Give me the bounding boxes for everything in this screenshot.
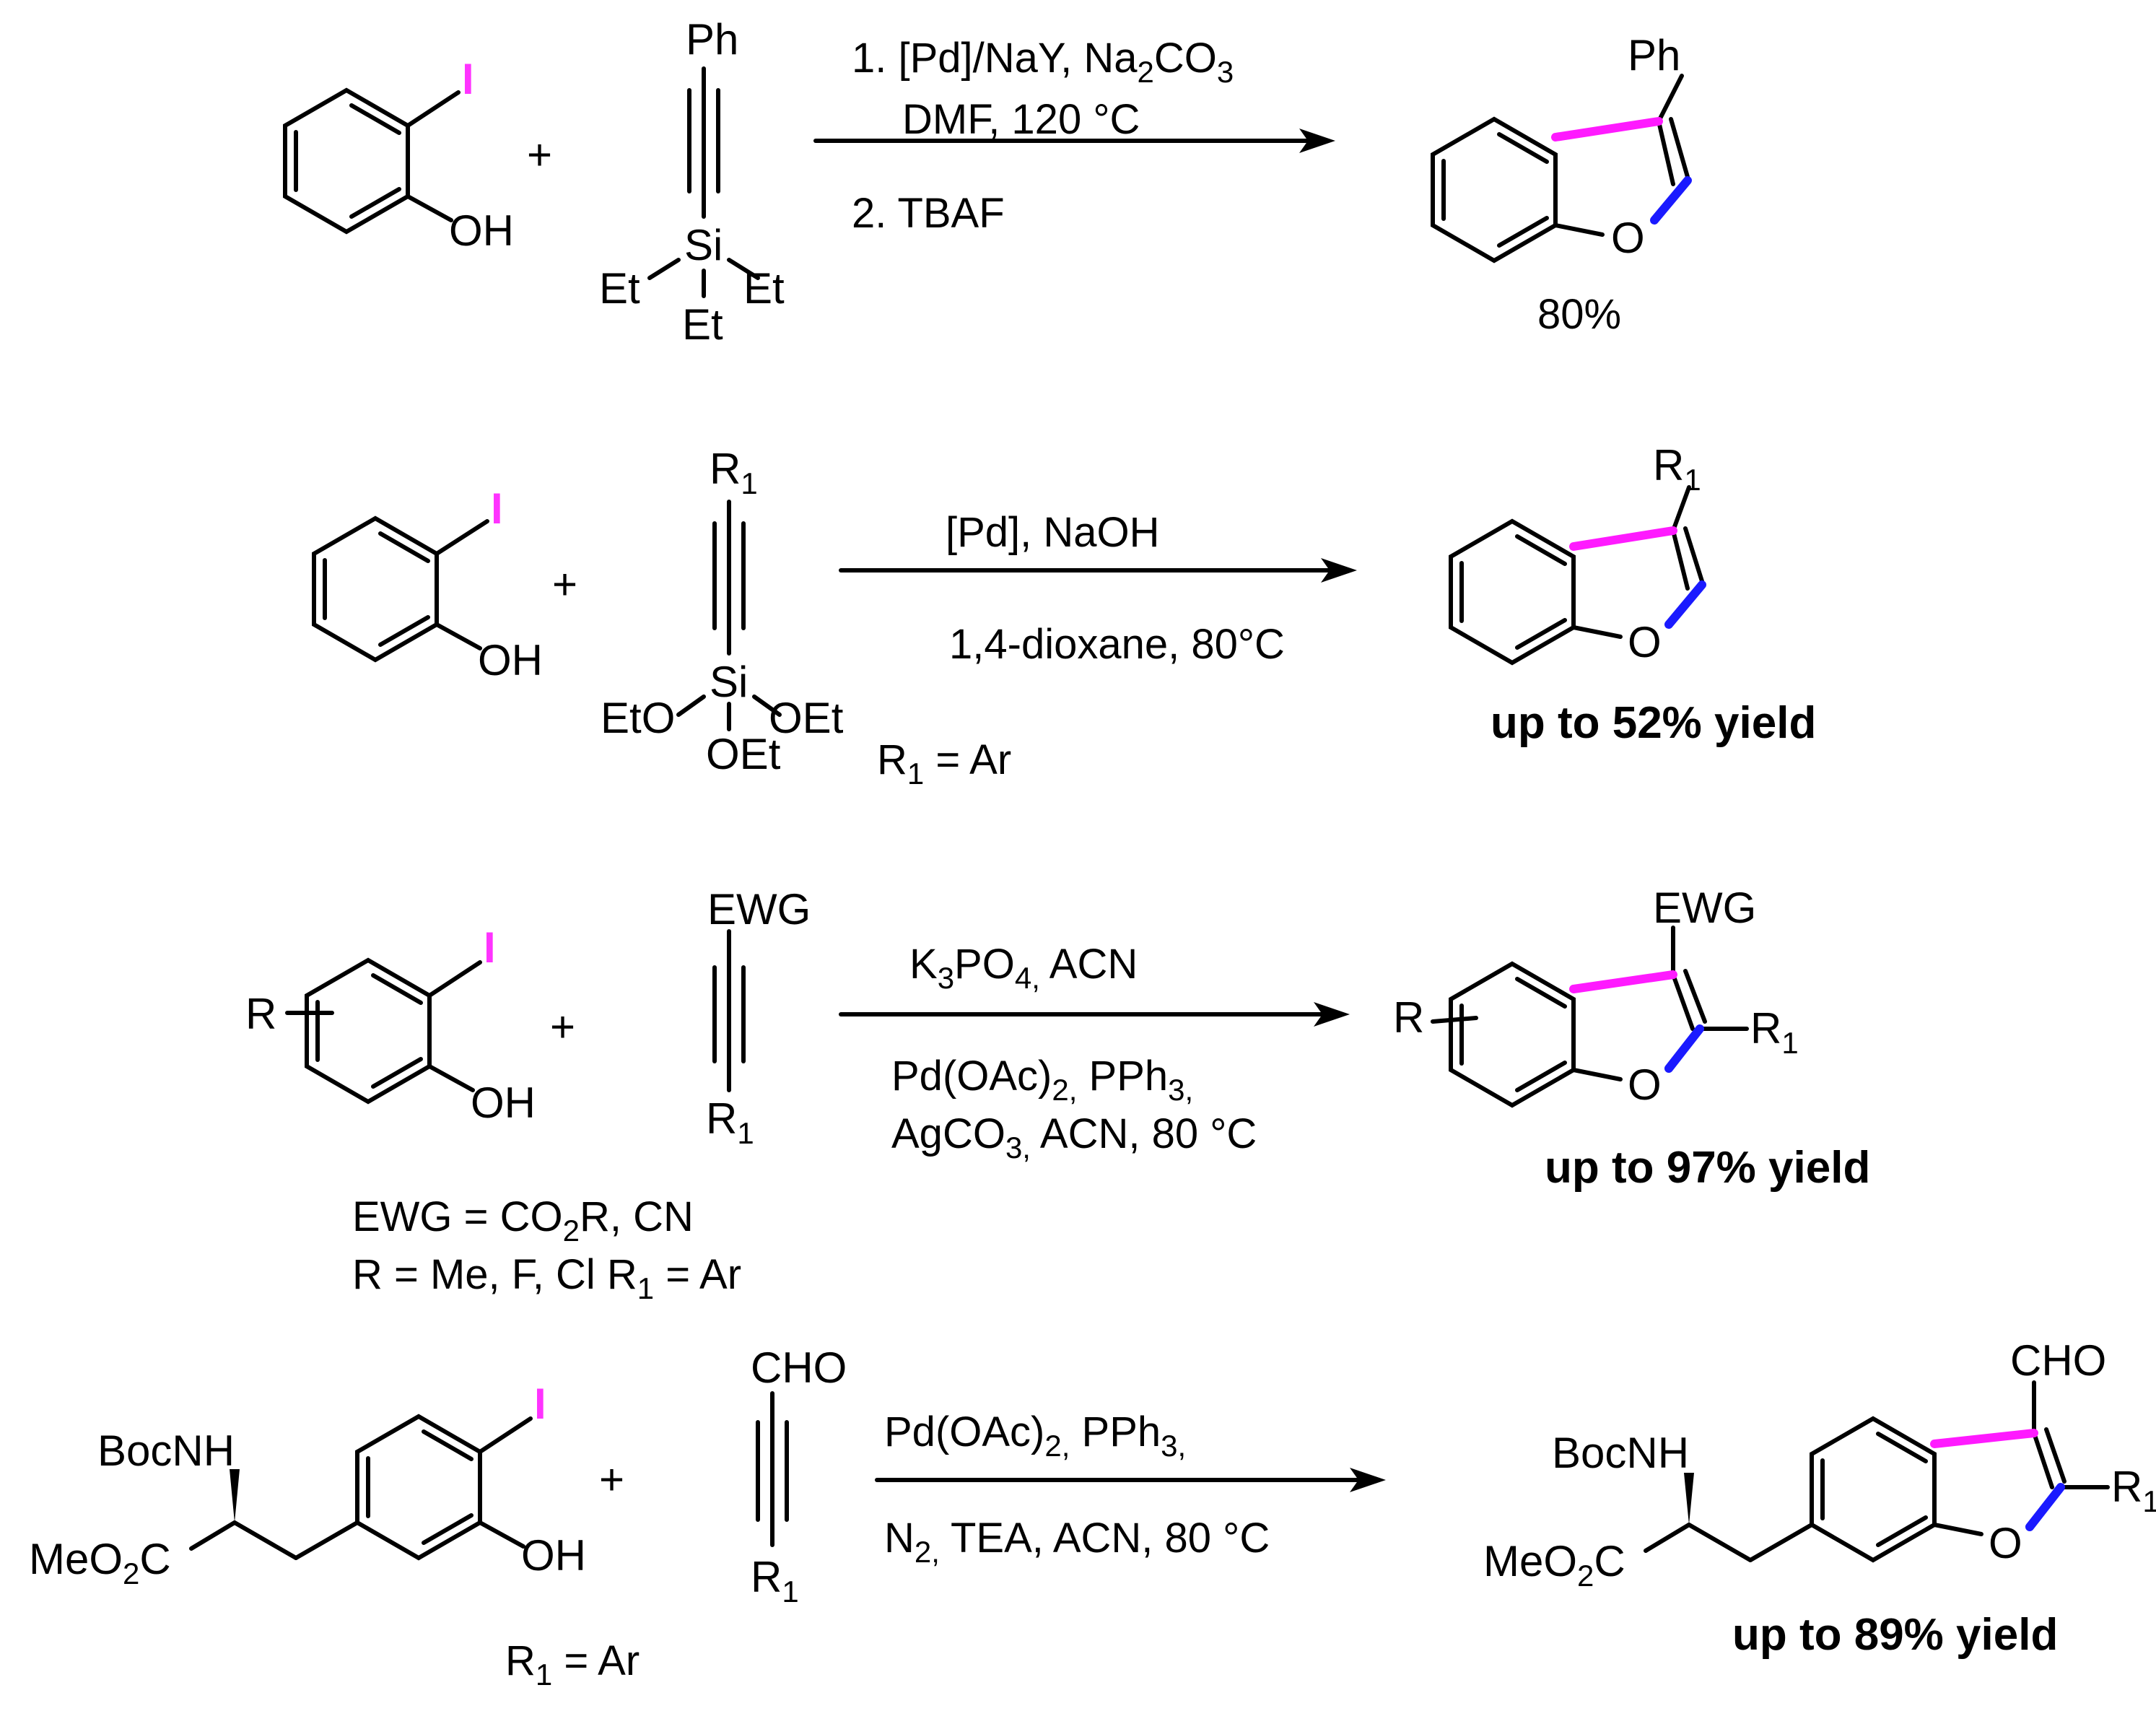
furan-oxygen-label: O xyxy=(1628,1061,1662,1109)
alkyne-structure xyxy=(712,929,746,1092)
furan-oxygen-label: O xyxy=(1611,214,1645,262)
ethoxy-bottom-label: OEt xyxy=(706,730,781,778)
plus-sign: + xyxy=(552,560,577,609)
ewg-definition: EWG = CO2R, CN xyxy=(352,1193,694,1248)
scheme-1: I OH + Ph Si Et Et Et 1. [Pd]/NaY, Na2CO… xyxy=(283,15,1692,349)
ewg-label: EWG xyxy=(707,885,811,933)
hydroxyl-label: OH xyxy=(449,206,514,255)
product-r1-label: R1 xyxy=(1653,441,1701,497)
condition-line-1: K3PO4, ACN xyxy=(909,941,1138,995)
scheme-2: I OH + R1 Si EtO OEt OEt R1 = Ar [Pd], N… xyxy=(312,441,1816,791)
alkyne-structure xyxy=(756,1391,789,1547)
arrowhead-icon xyxy=(1350,1468,1386,1492)
iodine-label: I xyxy=(491,484,503,533)
product-methyl-ester-label: MeO2C xyxy=(1483,1537,1625,1593)
plus-sign: + xyxy=(599,1455,624,1504)
tyrosine-iodide-structure xyxy=(189,1414,533,1561)
scheme-3: I R OH + EWG R1 K3PO4, ACN Pd(OAc)2, PPh… xyxy=(245,884,1870,1305)
hydroxyl-label: OH xyxy=(478,636,543,684)
condition-line-2: N2, TEA, ACN, 80 °C xyxy=(884,1515,1270,1569)
product-aldehyde-label: CHO xyxy=(2010,1336,2106,1385)
ethyl-right-label: Et xyxy=(743,264,785,313)
benzofuran-product xyxy=(1431,74,1692,264)
silicon-label: Si xyxy=(684,221,723,269)
arrowhead-icon xyxy=(1314,1002,1350,1027)
r-substituent-label: R xyxy=(245,990,276,1038)
wedge-bond xyxy=(1684,1473,1694,1525)
iodine-label: I xyxy=(534,1380,546,1428)
bocnh-label: BocNH xyxy=(97,1427,235,1475)
product-r-label: R xyxy=(1393,993,1424,1042)
r1-label: R1 xyxy=(751,1553,799,1608)
arrowhead-icon xyxy=(1321,558,1357,583)
condition-line-3: 2. TBAF xyxy=(852,190,1005,237)
wedge-bond xyxy=(230,1469,240,1523)
arrowhead-icon xyxy=(1299,129,1335,153)
r-definition: R = Me, F, Cl R1 = Ar xyxy=(352,1251,741,1305)
r1-label: R1 xyxy=(710,445,758,500)
condition-line-3: AgCO3, ACN, 80 °C xyxy=(891,1110,1257,1164)
silylalkyne-structure xyxy=(676,500,782,731)
iodophenol-structure xyxy=(312,515,489,663)
hydroxyl-label: OH xyxy=(521,1531,586,1580)
r1-definition: R1 = Ar xyxy=(505,1637,640,1692)
hydroxyl-label: OH xyxy=(471,1079,536,1127)
product-ewg-label: EWG xyxy=(1653,884,1756,932)
ethyl-bottom-label: Et xyxy=(682,300,723,349)
benzofuran-product xyxy=(1431,926,1749,1108)
aldehyde-label: CHO xyxy=(751,1344,847,1392)
product-bocnh-label: BocNH xyxy=(1552,1429,1689,1477)
silicon-label: Si xyxy=(710,658,748,706)
product-r1-label: R1 xyxy=(2111,1463,2156,1518)
condition-line-1: [Pd], NaOH xyxy=(946,509,1160,556)
furan-oxygen-label: O xyxy=(1628,618,1662,666)
benzofuran-product xyxy=(1644,1380,2110,1563)
ethoxy-right-label: OEt xyxy=(769,694,844,742)
phenyl-label: Ph xyxy=(686,15,738,64)
condition-line-1: 1. [Pd]/NaY, Na2CO3 xyxy=(852,35,1234,89)
plus-sign: + xyxy=(527,131,552,179)
ethyl-left-label: Et xyxy=(599,264,640,313)
yield-label: 80% xyxy=(1537,291,1621,338)
r1-definition: R1 = Ar xyxy=(877,736,1011,791)
scheme-4: BocNH MeO2C I OH + R1 = Ar CHO R1 Pd(OAc… xyxy=(29,1336,2156,1692)
condition-line-2: 1,4-dioxane, 80°C xyxy=(949,621,1285,668)
benzofuran-product xyxy=(1449,485,1706,666)
iodophenol-structure xyxy=(283,87,461,235)
plus-sign: + xyxy=(550,1003,575,1051)
product-phenyl-label: Ph xyxy=(1628,31,1680,79)
product-r1-label: R1 xyxy=(1750,1004,1799,1060)
condition-line-2: DMF, 120 °C xyxy=(902,96,1140,143)
iodine-label: I xyxy=(484,923,496,972)
yield-label: up to 89% yield xyxy=(1732,1610,2058,1660)
condition-line-1: Pd(OAc)2, PPh3, xyxy=(884,1409,1186,1463)
furan-oxygen-label: O xyxy=(1989,1519,2022,1567)
silylalkyne-structure xyxy=(647,66,760,298)
yield-label: up to 52% yield xyxy=(1491,698,1816,748)
yield-label: up to 97% yield xyxy=(1545,1143,1870,1193)
iodophenol-structure xyxy=(285,957,482,1105)
iodine-label: I xyxy=(462,55,474,103)
condition-line-2: Pd(OAc)2, PPh3, xyxy=(891,1053,1193,1107)
r1-label: R1 xyxy=(706,1094,754,1150)
ethoxy-left-label: EtO xyxy=(601,694,675,742)
methyl-ester-label: MeO2C xyxy=(29,1535,171,1590)
